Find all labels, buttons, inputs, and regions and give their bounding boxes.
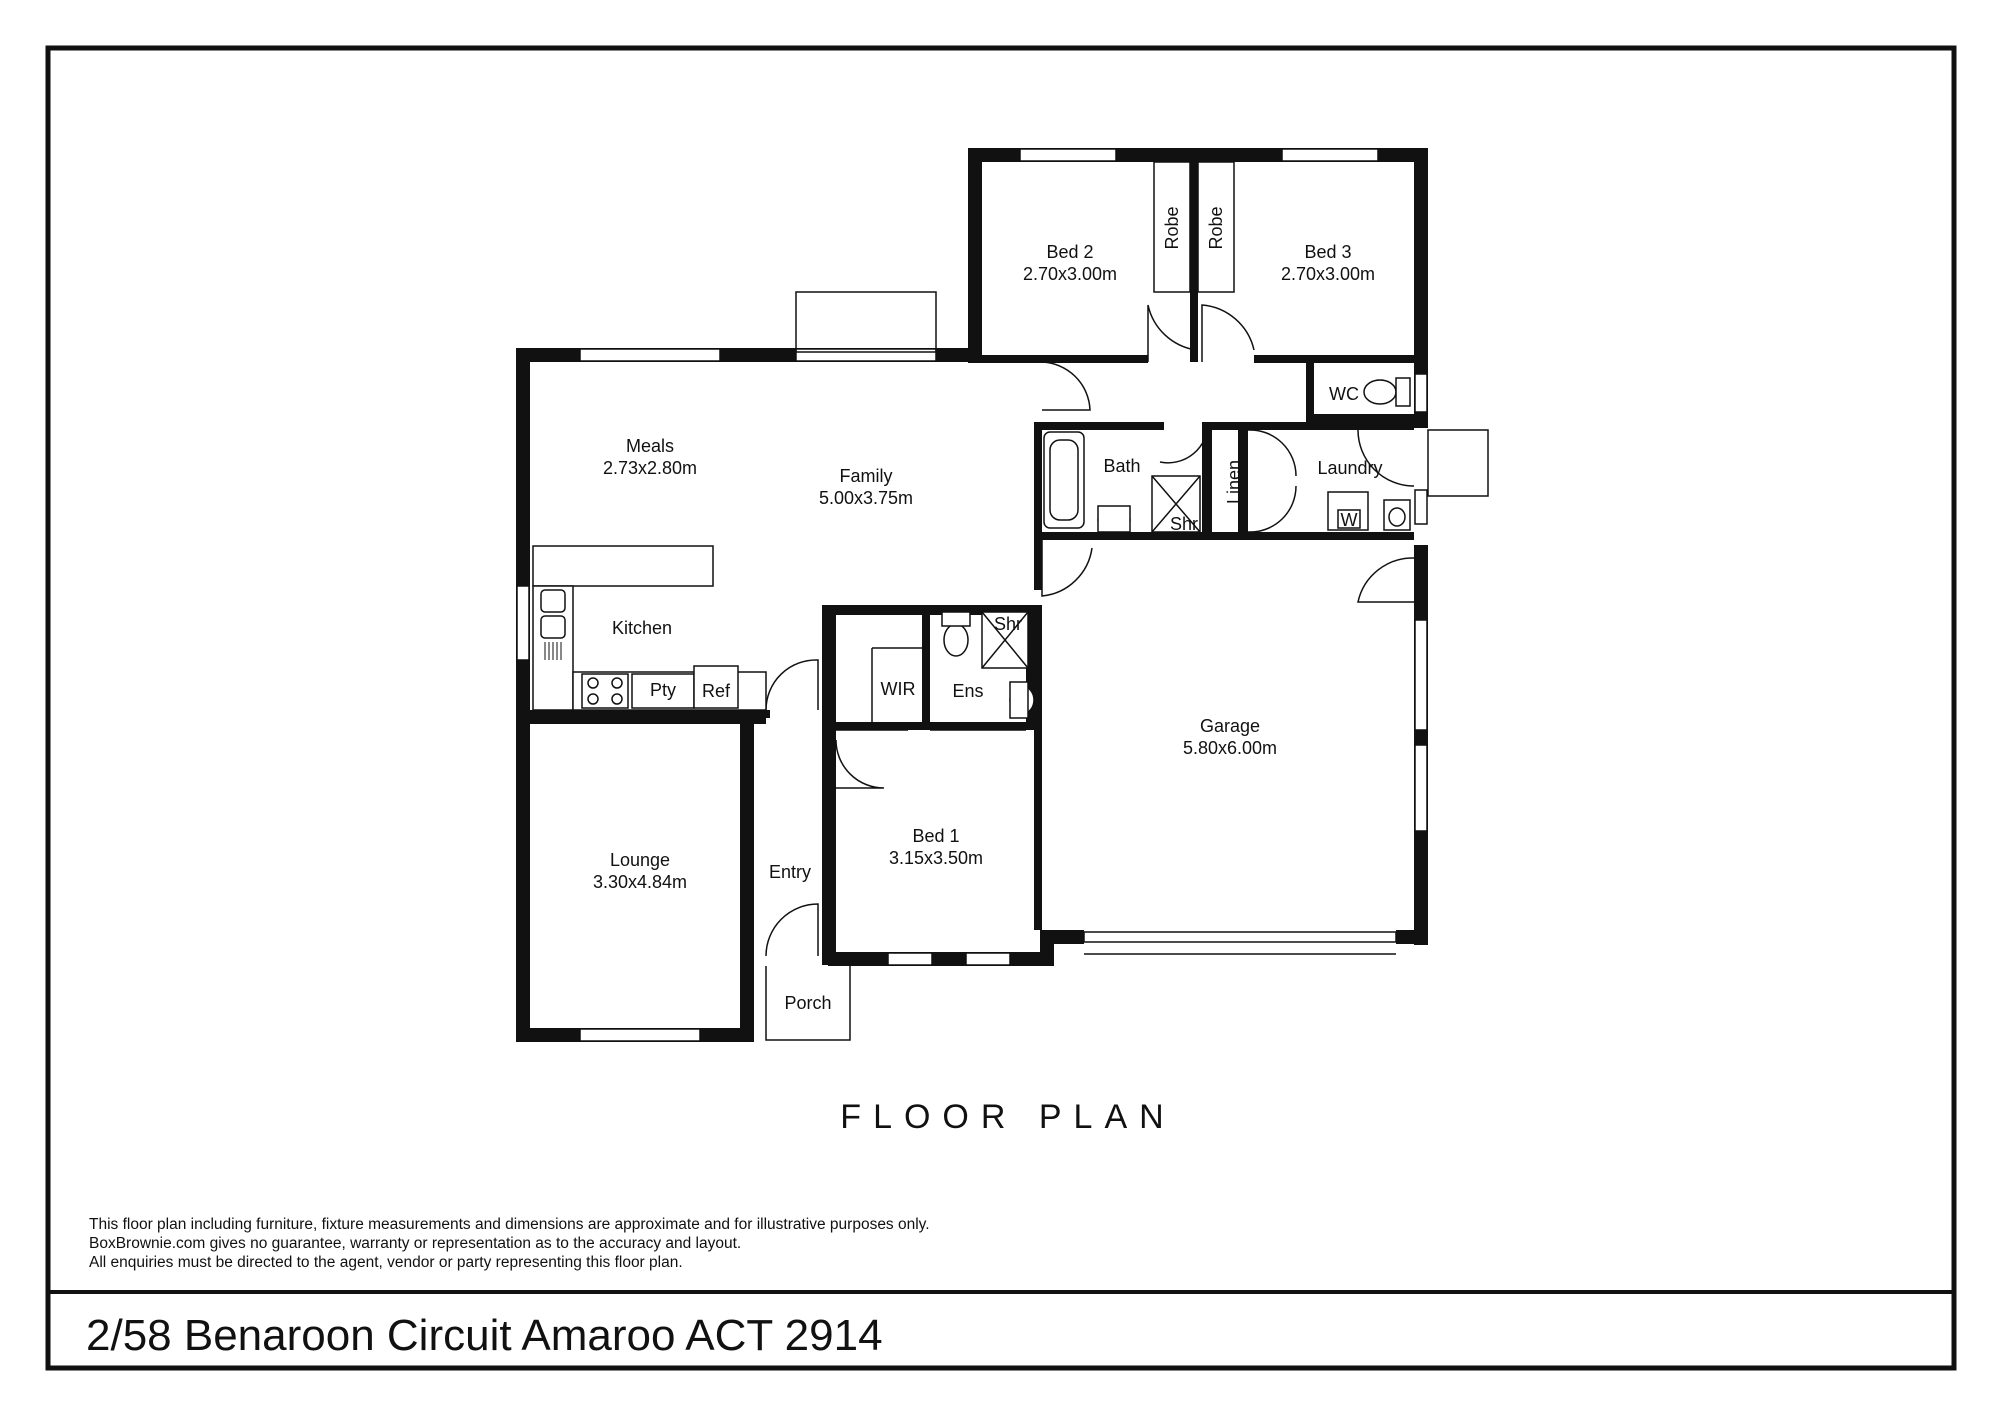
fixture-label-bath-shower: Shr <box>1170 514 1198 534</box>
fixture-label-robe-bed2: Robe <box>1162 206 1182 249</box>
room-dims-bed1: 3.15x3.50m <box>889 848 983 868</box>
disclaimer-line-3: All enquiries must be directed to the ag… <box>89 1254 683 1271</box>
sheet-border <box>45 45 1957 1371</box>
kitchen-island <box>532 545 714 587</box>
robes <box>1153 161 1235 293</box>
linen-door-b <box>1247 485 1297 533</box>
bath-fixtures <box>941 377 1411 719</box>
property-address: 2/58 Benaroon Circuit Amaroo ACT 2914 <box>86 1311 883 1360</box>
doors <box>765 304 1415 957</box>
external-structures <box>765 291 1489 1041</box>
wc-toilet <box>1363 379 1397 405</box>
room-name-garage: Garage <box>1200 716 1260 736</box>
bath-door <box>1159 421 1209 464</box>
disclaimer-line-2: BoxBrownie.com gives no guarantee, warra… <box>89 1235 741 1252</box>
room-name-wir: WIR <box>881 679 916 699</box>
room-dims-garage: 5.80x6.00m <box>1183 738 1277 758</box>
family-outdoor-step <box>795 291 937 353</box>
floor-plan-drawing: Bed 2 2.70x3.00m Bed 3 2.70x3.00m Meals … <box>516 148 1489 1042</box>
room-dims-meals: 2.73x2.80m <box>603 458 697 478</box>
room-name-lounge: Lounge <box>610 850 670 870</box>
fixture-label-linen: Linen <box>1224 460 1244 504</box>
disclaimer-line-1: This floor plan including furniture, fix… <box>89 1216 930 1233</box>
room-name-bed1: Bed 1 <box>912 826 959 846</box>
kitchen-counters <box>532 545 767 711</box>
laundry-door <box>1357 429 1415 487</box>
interior-walls <box>750 148 1414 930</box>
sliding-doors <box>836 647 1026 731</box>
kitchen-entry-door <box>765 659 819 711</box>
family-hall-door <box>1041 361 1091 411</box>
bed1-door <box>835 739 885 789</box>
linen-door-a <box>1247 429 1297 477</box>
room-name-bed2: Bed 2 <box>1046 242 1093 262</box>
room-name-bath: Bath <box>1103 456 1140 476</box>
room-name-family: Family <box>840 466 893 486</box>
room-name-laundry: Laundry <box>1317 458 1382 478</box>
garage-hall-door <box>1041 540 1093 597</box>
room-dims-bed2: 2.70x3.00m <box>1023 264 1117 284</box>
fixture-label-ens-shower: Shr <box>994 614 1022 634</box>
plan-title: FLOOR PLAN <box>840 1098 1175 1136</box>
room-name-kitchen: Kitchen <box>612 618 672 638</box>
fixture-label-washer: W <box>1341 510 1358 530</box>
room-name-meals: Meals <box>626 436 674 456</box>
front-door <box>765 903 819 957</box>
room-dims-family: 5.00x3.75m <box>819 488 913 508</box>
ens-toilet <box>943 623 969 657</box>
room-name-porch: Porch <box>784 993 831 1013</box>
room-dims-bed3: 2.70x3.00m <box>1281 264 1375 284</box>
room-name-bed3: Bed 3 <box>1304 242 1351 262</box>
room-dims-lounge: 3.30x4.84m <box>593 872 687 892</box>
fixture-label-robe-bed3: Robe <box>1206 206 1226 249</box>
room-name-ens: Ens <box>952 681 983 701</box>
laundry-outdoor-step <box>1427 429 1489 497</box>
room-name-wc: WC <box>1329 384 1359 404</box>
fridge-box <box>693 665 739 709</box>
bed2-door <box>1147 304 1197 362</box>
bed3-door <box>1201 304 1255 362</box>
fixture-label-pantry: Pty <box>650 680 676 700</box>
fixture-label-fridge: Ref <box>702 681 731 701</box>
room-name-entry: Entry <box>769 862 811 882</box>
garage-side-door <box>1357 557 1415 603</box>
porch-outline <box>765 966 851 1041</box>
